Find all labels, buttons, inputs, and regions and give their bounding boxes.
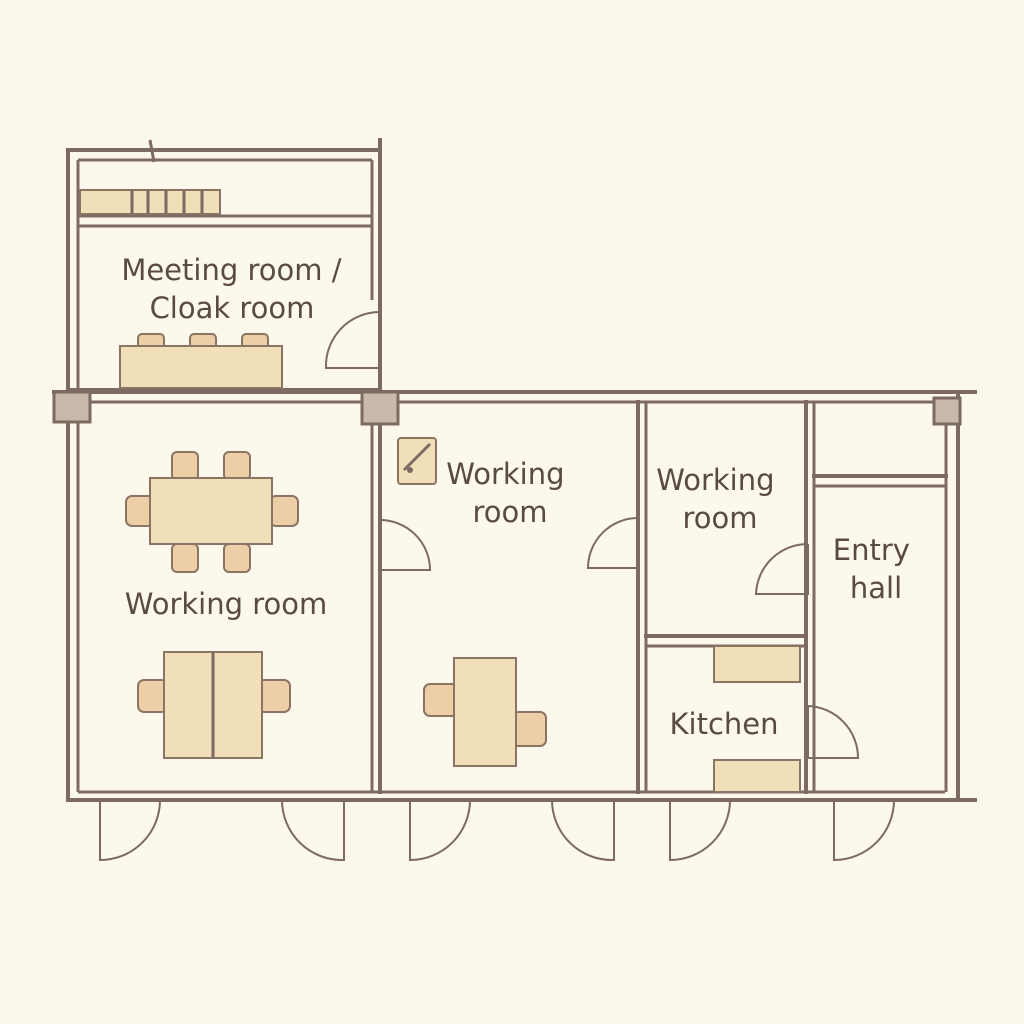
label-line: Meeting room /	[121, 253, 341, 287]
door-swing	[99, 799, 161, 862]
left-meeting-table-group	[125, 451, 299, 573]
door-swing	[324, 311, 381, 369]
wall-tick	[148, 139, 156, 163]
chair	[223, 451, 251, 481]
meeting-table-group	[119, 333, 283, 389]
kitchen-label: Kitchen	[670, 707, 779, 741]
cabinet-knob	[407, 467, 413, 473]
counter	[713, 759, 801, 793]
pillar	[932, 396, 962, 426]
pillar	[52, 390, 92, 424]
desk	[453, 657, 517, 767]
table	[149, 477, 273, 545]
door-swing	[833, 799, 895, 862]
left-desk-group	[137, 651, 291, 759]
label-line: Working	[446, 457, 564, 491]
meeting-door	[324, 311, 381, 369]
cabinet-mark	[402, 442, 432, 472]
door-swing	[379, 519, 432, 571]
chair	[269, 495, 299, 527]
label-line: Kitchen	[670, 707, 779, 741]
door-swing	[281, 799, 345, 862]
working-room-small-label: Working room	[656, 463, 784, 535]
label-line: Working	[656, 463, 774, 497]
label-line: hall	[850, 571, 902, 605]
door-swing	[409, 799, 471, 862]
door-swing	[551, 799, 615, 862]
door-swing	[754, 543, 809, 595]
pillar	[360, 390, 400, 426]
exterior-doors	[99, 799, 895, 862]
chair	[171, 543, 199, 573]
meeting-room-label: Meeting room / Cloak room	[121, 253, 350, 325]
center-room-furniture	[397, 437, 547, 767]
counter	[713, 645, 801, 683]
internal-doors	[379, 517, 860, 759]
storage-shelf	[79, 189, 221, 215]
label-line: room	[682, 501, 757, 535]
kitchen-furniture	[713, 645, 801, 793]
working-room-center-label: Working room	[446, 457, 574, 529]
entry-hall-label: Entry hall	[833, 533, 919, 605]
meeting-table	[119, 345, 283, 389]
label-line: Cloak room	[150, 291, 315, 325]
chair	[511, 711, 547, 747]
label-line: Entry	[833, 533, 910, 567]
room-labels: Meeting room / Cloak room Working room W…	[121, 253, 919, 741]
label-line: Working room	[125, 587, 328, 621]
label-line: room	[472, 495, 547, 529]
chair	[171, 451, 199, 481]
door-swing	[669, 799, 731, 862]
chair	[223, 543, 251, 573]
shelf	[79, 189, 221, 215]
chair	[423, 683, 459, 717]
door-swing	[586, 517, 639, 569]
working-room-left-label: Working room	[125, 587, 328, 621]
pillars	[52, 390, 962, 426]
door-swing	[807, 705, 860, 759]
